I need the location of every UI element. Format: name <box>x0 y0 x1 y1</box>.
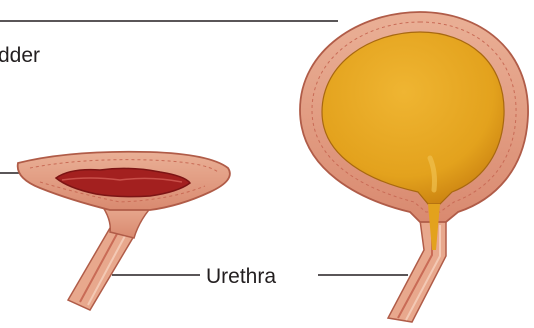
empty-bladder <box>18 152 230 310</box>
full-bladder-urethra <box>388 220 446 322</box>
urethra-label: Urethra <box>206 265 276 288</box>
empty-bladder-urethra <box>68 228 134 310</box>
bladder-label: dder <box>0 44 40 67</box>
